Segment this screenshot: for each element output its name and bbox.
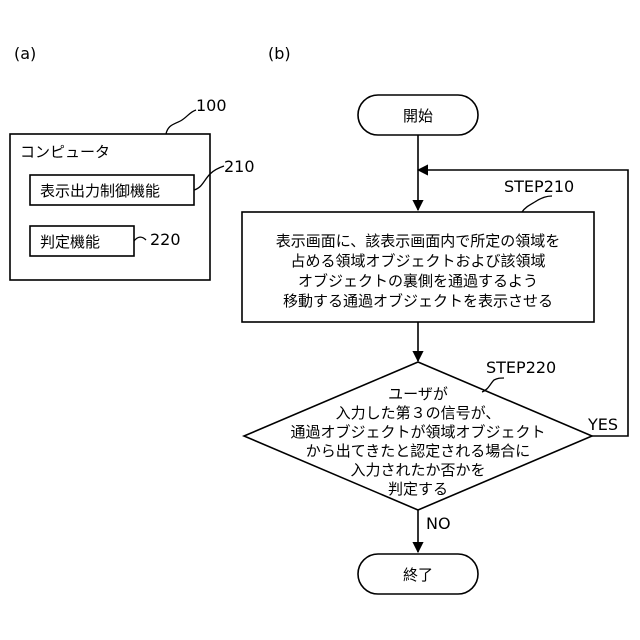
- panel-b-label: (b): [268, 44, 291, 63]
- no-label: NO: [426, 514, 451, 533]
- panel-a: (a) 100 コンピュータ 表示出力制御機能 210 判定機能 220: [10, 44, 255, 280]
- step220-tag: STEP220: [486, 358, 556, 377]
- step220-line-2: 入力した第３の信号が、: [336, 404, 501, 422]
- panel-b: (b) 開始 STEP210 表示画面に、該表示画面内で所定の領域を 占める領域…: [242, 44, 628, 594]
- step210-line-3: オブジェクトの裏側を通過するよう: [298, 272, 538, 290]
- judgment-label: 判定機能: [40, 233, 100, 251]
- yes-label: YES: [587, 415, 618, 434]
- judgment-ref-number: 220: [150, 230, 181, 249]
- step220-line-6: 判定する: [388, 480, 448, 498]
- step210-line-1: 表示画面に、該表示画面内で所定の領域を: [276, 232, 561, 250]
- computer-title: コンピュータ: [20, 143, 110, 161]
- end-label: 終了: [403, 566, 433, 584]
- step210-line-4: 移動する通過オブジェクトを表示させる: [283, 292, 553, 310]
- panel-a-label: (a): [14, 44, 36, 63]
- display-control-label: 表示出力制御機能: [40, 182, 160, 200]
- display-control-ref-number: 210: [224, 157, 255, 176]
- step220-ref-leader: [482, 378, 504, 392]
- computer-ref-number: 100: [196, 96, 227, 115]
- start-label: 開始: [403, 107, 433, 125]
- step220-line-3: 通過オブジェクトが領域オブジェクト: [290, 423, 545, 441]
- computer-ref-leader: [166, 110, 196, 134]
- step210-line-2: 占める領域オブジェクトおよび該領域: [290, 252, 545, 270]
- step220-line-5: 入力されたか否かを: [350, 461, 485, 479]
- step210-ref-leader: [522, 196, 552, 212]
- step220-line-4: から出てきたと認定される場合に: [306, 442, 531, 460]
- step210-tag: STEP210: [504, 177, 574, 196]
- step220-line-1: ユーザが: [388, 385, 448, 403]
